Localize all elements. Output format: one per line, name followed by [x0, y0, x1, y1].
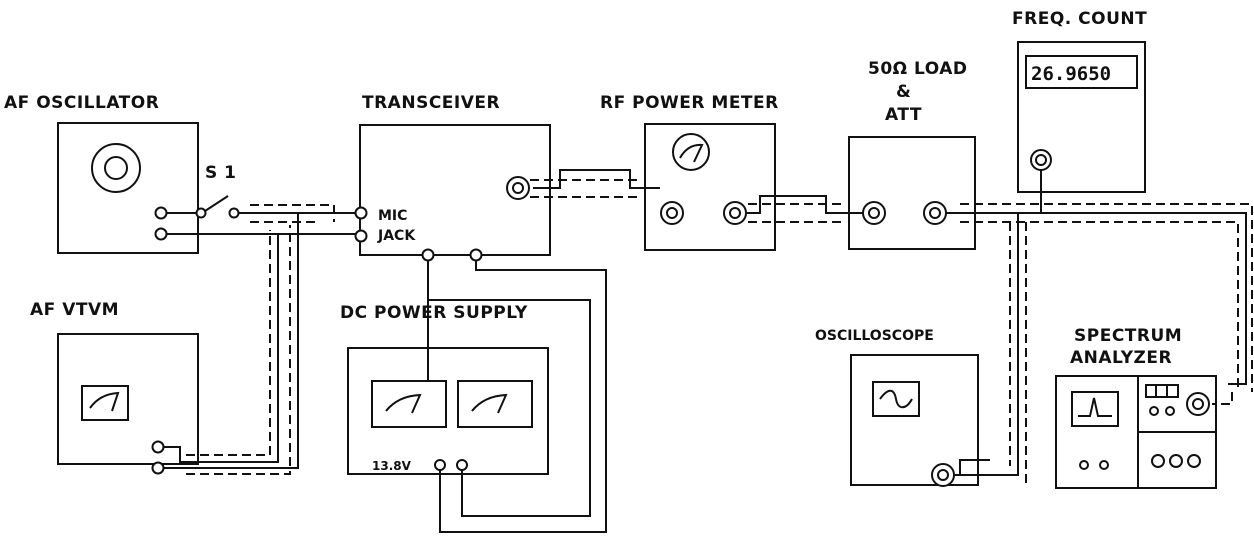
frequency-readout: 26.9650 [1031, 63, 1111, 85]
dc-power-supply-box [347, 347, 549, 475]
load-ampersand-label: & [896, 82, 911, 102]
af-oscillator: AF OSCILLATOR [4, 93, 199, 254]
load-output-connector-icon [923, 201, 947, 225]
transceiver-antenna-connector-icon [506, 176, 530, 200]
spectrum-button-bank [1145, 384, 1179, 398]
af-vtvm-box [57, 333, 199, 465]
frequency-counter-box [1017, 41, 1146, 193]
analyzer-label: ANALYZER [1070, 348, 1172, 368]
att-label: ATT [885, 105, 922, 125]
oscilloscope-box [850, 354, 979, 486]
rf-power-meter-label: RF POWER METER [600, 93, 779, 113]
oscilloscope-input-connector-icon [931, 463, 955, 487]
mic-label: MIC [378, 208, 407, 224]
transceiver-power-terminal-2 [469, 248, 483, 262]
rf-power-meter-dial-icon [672, 133, 710, 171]
oscilloscope: OSCILLOSCOPE [815, 328, 979, 487]
dc-positive-terminal [434, 459, 446, 471]
switch-lever-icon [204, 195, 229, 212]
oscilloscope-label: OSCILLOSCOPE [815, 328, 934, 344]
spectrum-screen-icon [1071, 391, 1119, 427]
af-oscillator-output-terminal [154, 206, 168, 220]
spectrum-input-connector-icon [1186, 392, 1210, 416]
mic-jack-pin-2 [354, 229, 368, 243]
transceiver-box [359, 124, 551, 256]
load-label: 50Ω LOAD [868, 59, 968, 79]
load-attenuator-box [848, 136, 976, 250]
switch-contact-icon [195, 207, 207, 219]
rf-meter-output-connector-icon [723, 201, 747, 225]
freq-count-label: FREQ. COUNT [1012, 9, 1147, 29]
dc-power-supply-label: DC POWER SUPPLY [340, 303, 528, 323]
af-oscillator-box [57, 122, 199, 254]
load-attenuator: 50Ω LOAD & ATT [848, 59, 976, 250]
spectrum-knob-7 [1187, 454, 1201, 468]
frequency-counter: FREQ. COUNT 26.9650 [1012, 9, 1147, 193]
af-oscillator-dial-icon [91, 143, 141, 193]
af-vtvm-input-terminal [151, 440, 165, 454]
transceiver: TRANSCEIVER MIC JACK [354, 93, 551, 262]
counter-input-connector-icon [1030, 149, 1052, 171]
spectrum-knob-4 [1165, 406, 1175, 416]
spectrum-knob-3 [1149, 406, 1159, 416]
spectrum-analyzer: SPECTRUM ANALYZER [1055, 326, 1217, 489]
spectrum-knob-2 [1099, 460, 1109, 470]
rf-meter-input-connector-icon [660, 201, 684, 225]
spectrum-knob-6 [1169, 454, 1183, 468]
rf-power-meter: RF POWER METER [600, 93, 779, 251]
af-oscillator-label: AF OSCILLATOR [4, 93, 159, 113]
af-vtvm-ground-terminal [151, 461, 165, 475]
spectrum-knob-5 [1151, 454, 1165, 468]
switch-s1: S 1 [166, 163, 356, 235]
dc-voltmeter-icon [371, 380, 447, 428]
voltage-label: 13.8V [372, 459, 412, 473]
switch-s1-label: S 1 [205, 163, 237, 183]
load-input-connector-icon [862, 201, 886, 225]
dc-negative-terminal [456, 459, 468, 471]
af-vtvm: AF VTVM [30, 300, 199, 475]
mic-jack-pin-1 [354, 206, 368, 220]
af-vtvm-meter-icon [81, 385, 129, 421]
transceiver-power-terminal-1 [421, 248, 435, 262]
spectrum-label: SPECTRUM [1074, 326, 1182, 346]
jack-label: JACK [377, 228, 416, 244]
dc-ammeter-icon [457, 380, 533, 428]
frequency-display [1025, 55, 1138, 89]
transceiver-label: TRANSCEIVER [362, 93, 500, 113]
dc-power-supply: DC POWER SUPPLY 13.8V [340, 303, 549, 475]
rf-power-meter-box [644, 123, 776, 251]
af-vtvm-label: AF VTVM [30, 300, 119, 320]
af-oscillator-ground-terminal [154, 227, 168, 241]
oscilloscope-screen-icon [872, 381, 920, 417]
spectrum-knob-1 [1079, 460, 1089, 470]
